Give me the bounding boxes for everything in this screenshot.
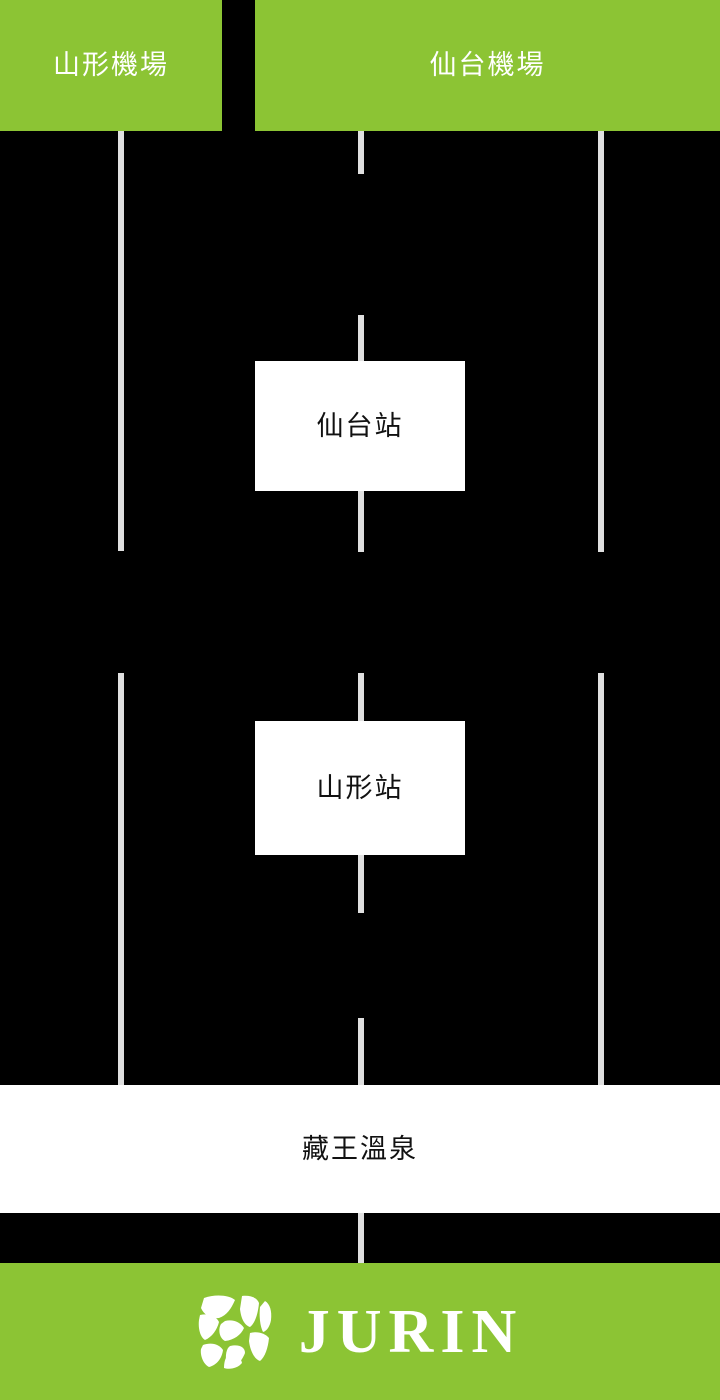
route-line-right-segment-1 xyxy=(598,131,604,552)
route-line-center-segment-6 xyxy=(358,1018,364,1086)
header-sendai-airport[interactable]: 仙台機場 xyxy=(255,0,720,131)
route-line-center-segment-5 xyxy=(358,855,364,913)
station-yamagata[interactable]: 山形站 xyxy=(255,721,465,855)
destination-zao-onsen-label: 藏王溫泉 xyxy=(302,1133,418,1164)
station-sendai-label: 仙台站 xyxy=(316,410,404,441)
station-yamagata-label: 山形站 xyxy=(316,772,404,803)
route-line-center-segment-4 xyxy=(358,673,364,722)
station-sendai[interactable]: 仙台站 xyxy=(255,361,465,491)
route-line-center-segment-7 xyxy=(358,1213,364,1264)
route-line-center-segment-3 xyxy=(358,491,364,552)
route-line-center-segment-2 xyxy=(358,315,364,362)
header-sendai-airport-label: 仙台機場 xyxy=(429,50,546,80)
destination-zao-onsen[interactable]: 藏王溫泉 xyxy=(0,1085,720,1213)
route-line-center-segment-1 xyxy=(358,131,364,174)
header-yamagata-airport-label: 山形機場 xyxy=(53,50,169,80)
brand-wordmark: JURIN xyxy=(298,1297,524,1366)
stone-mosaic-icon xyxy=(198,1295,272,1369)
route-line-right-segment-2 xyxy=(598,673,604,1085)
brand-footer-bar: JURIN xyxy=(0,1263,720,1400)
header-yamagata-airport[interactable]: 山形機場 xyxy=(0,0,222,131)
route-line-left-segment-1 xyxy=(118,131,124,551)
route-line-left-segment-2 xyxy=(118,673,124,1085)
